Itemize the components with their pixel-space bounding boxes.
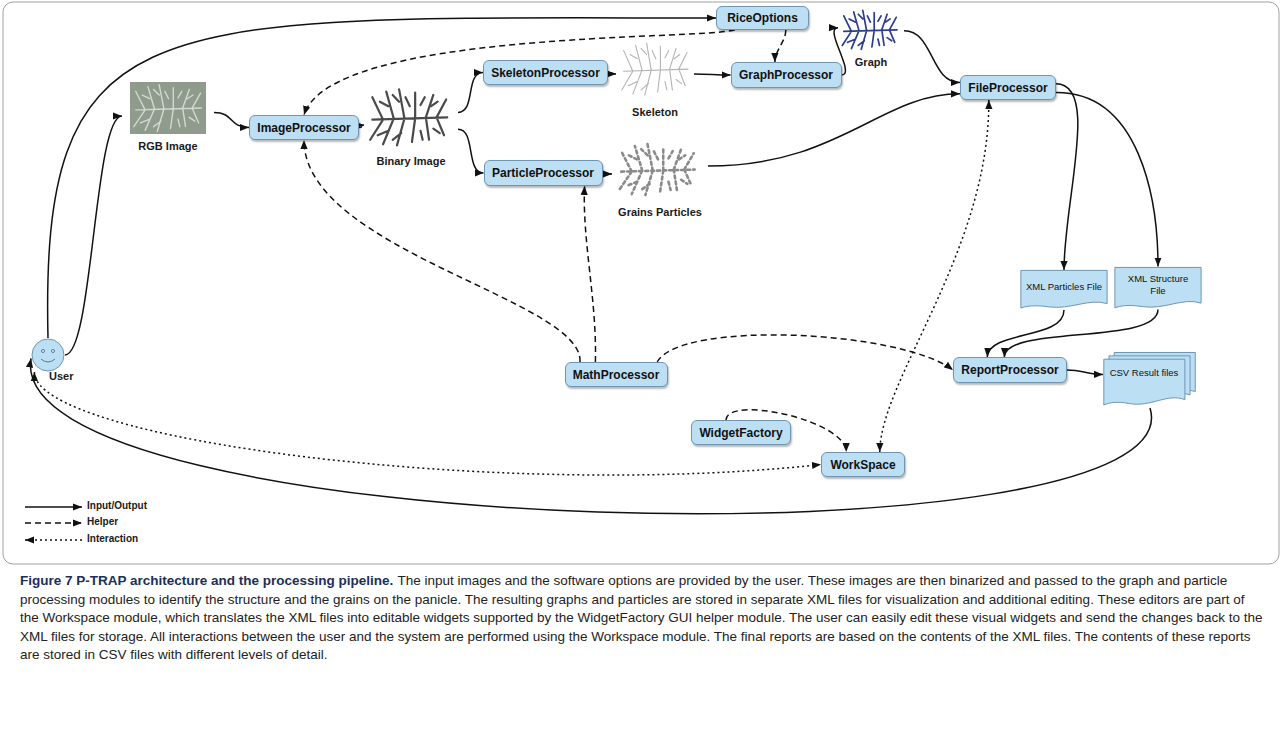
figure-title: Figure 7 P-TRAP architecture and the pro… bbox=[20, 573, 393, 588]
legend-dotted-line bbox=[25, 539, 82, 541]
node-label: WorkSpace bbox=[830, 458, 895, 472]
node-label: CSV Result files bbox=[1105, 367, 1183, 378]
node-label: ReportProcessor bbox=[961, 363, 1058, 377]
face-eye bbox=[41, 349, 44, 352]
legend-solid-line bbox=[25, 506, 82, 508]
image-caption: Binary Image bbox=[376, 155, 445, 167]
face-eye bbox=[51, 349, 54, 352]
node-label: XML Particles File bbox=[1026, 281, 1102, 292]
helper-connector bbox=[657, 335, 953, 370]
image-caption: Graph bbox=[855, 56, 887, 68]
node-label: XML Structure File bbox=[1119, 273, 1197, 296]
process-box: ParticleProcessor bbox=[484, 160, 603, 186]
io-connector bbox=[987, 310, 1064, 357]
process-box: WidgetFactory bbox=[691, 420, 791, 445]
legend-label: Input/Output bbox=[87, 500, 147, 511]
process-box: ReportProcessor bbox=[953, 357, 1067, 383]
helper-connector bbox=[304, 30, 735, 115]
skeleton-panicle bbox=[622, 43, 688, 95]
image-node: Skeleton bbox=[616, 38, 694, 118]
node-label: ParticleProcessor bbox=[492, 166, 594, 180]
image-caption: Grains Particles bbox=[618, 206, 702, 218]
io-connector bbox=[608, 73, 616, 75]
binary-panicle bbox=[370, 89, 447, 145]
process-box: FileProcessor bbox=[960, 75, 1056, 100]
face-circle bbox=[32, 339, 64, 371]
io-connector bbox=[904, 31, 960, 83]
graph-panicle bbox=[842, 10, 897, 49]
interaction-connector bbox=[34, 372, 821, 475]
process-box: GraphProcessor bbox=[731, 62, 842, 88]
image-node: RGB Image bbox=[122, 80, 214, 152]
io-connector bbox=[65, 116, 122, 355]
process-box: ImageProcessor bbox=[249, 115, 359, 140]
io-connector bbox=[694, 74, 731, 75]
io-connector bbox=[1067, 370, 1103, 374]
io-connector bbox=[458, 129, 484, 173]
document-page bbox=[1104, 359, 1185, 405]
io-connector bbox=[1056, 92, 1158, 266]
user-actor: User bbox=[31, 338, 65, 372]
smiley-face bbox=[31, 338, 65, 372]
io-connector bbox=[1056, 84, 1078, 270]
legend-dashed-line bbox=[25, 522, 82, 524]
rgb-photo bbox=[130, 82, 206, 134]
process-box: WorkSpace bbox=[821, 452, 905, 477]
image-caption: RGB Image bbox=[138, 140, 197, 152]
node-label: GraphProcessor bbox=[739, 68, 833, 82]
io-connector bbox=[214, 112, 249, 127]
node-label: WidgetFactory bbox=[699, 426, 782, 440]
document-shape: XML Structure File bbox=[1114, 267, 1202, 310]
figure-frame bbox=[3, 2, 1279, 564]
grain-particles bbox=[619, 144, 695, 195]
legend-label: Interaction bbox=[87, 533, 138, 544]
io-connector bbox=[603, 173, 613, 174]
process-box: MathProcessor bbox=[565, 362, 668, 387]
image-node: Graph bbox=[838, 6, 904, 68]
node-label: FileProcessor bbox=[968, 81, 1047, 95]
io-connector bbox=[458, 73, 483, 113]
node-label: ImageProcessor bbox=[257, 121, 350, 135]
interaction-connector bbox=[880, 100, 989, 452]
image-node: Grains Particles bbox=[612, 138, 708, 218]
document-stack-outline bbox=[1103, 352, 1197, 408]
document-page bbox=[1021, 270, 1107, 308]
rgb-panicle bbox=[134, 85, 202, 132]
io-connector bbox=[708, 94, 960, 166]
document-page bbox=[1115, 267, 1201, 307]
process-box: SkeletonProcessor bbox=[483, 60, 608, 85]
actor-label: User bbox=[49, 370, 73, 382]
node-label: MathProcessor bbox=[573, 368, 660, 382]
node-label: RiceOptions bbox=[727, 11, 798, 25]
image-node: Binary Image bbox=[364, 83, 458, 167]
process-box: RiceOptions bbox=[716, 6, 809, 30]
helper-connector bbox=[775, 30, 786, 62]
image-caption: Skeleton bbox=[632, 106, 678, 118]
node-label: SkeletonProcessor bbox=[491, 66, 600, 80]
document-stack: CSV Result files bbox=[1103, 352, 1197, 408]
helper-connector bbox=[584, 186, 595, 362]
document-shape: XML Particles File bbox=[1020, 270, 1108, 310]
legend-label: Helper bbox=[87, 516, 118, 527]
io-connector bbox=[359, 125, 364, 128]
figure-caption-block: Figure 7 P-TRAP architecture and the pro… bbox=[20, 572, 1265, 665]
io-connector bbox=[1004, 310, 1158, 358]
face-smile bbox=[41, 359, 55, 362]
